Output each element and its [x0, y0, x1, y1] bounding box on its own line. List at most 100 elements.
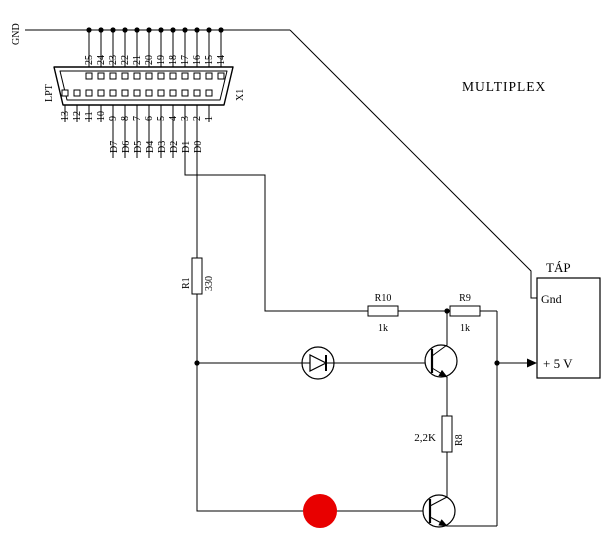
gnd-junction-dot	[194, 27, 200, 33]
gnd-junction-dot	[86, 27, 92, 33]
r9-ref-label: R9	[459, 293, 471, 304]
diode-triangle	[309, 354, 328, 372]
pin-contact	[169, 89, 177, 97]
pin-number-19: 19	[156, 55, 167, 65]
junction-dot	[444, 308, 450, 314]
data-line-label-D1: D1	[181, 141, 192, 153]
gnd-label: GND	[11, 23, 22, 45]
pin-number-16: 16	[192, 55, 203, 65]
pin-number-7: 7	[132, 116, 143, 121]
power-box-title: TÁP	[546, 260, 571, 275]
gnd-junction-dot	[122, 27, 128, 33]
pin-number-24: 24	[96, 55, 107, 65]
data-line-label-D5: D5	[133, 141, 144, 153]
r8-value-label: 2,2K	[414, 432, 436, 444]
gnd-junction-dot	[110, 27, 116, 33]
gnd-junction-dot	[170, 27, 176, 33]
pin-contact	[205, 72, 213, 80]
pin-contact	[97, 89, 105, 97]
pin-contact	[133, 72, 141, 80]
pin-contact	[205, 89, 213, 97]
r8-ref-label: R8	[454, 434, 465, 446]
gnd-junction-dot	[182, 27, 188, 33]
pin-number-11: 11	[84, 111, 95, 121]
pin-contact	[121, 72, 129, 80]
r1-value-label: 330	[204, 276, 215, 291]
pin-contact	[145, 72, 153, 80]
gnd-junction-dot	[206, 27, 212, 33]
transistor-t1-collector-wire	[431, 311, 448, 357]
pin-contact	[109, 89, 117, 97]
gnd-junction-dot	[146, 27, 152, 33]
pin-number-9: 9	[108, 116, 119, 121]
pin-contact	[193, 89, 201, 97]
pin-contact	[61, 89, 69, 97]
connector-type-label: LPT	[44, 84, 55, 102]
pin-contact	[121, 89, 129, 97]
pin-number-13: 13	[60, 111, 71, 121]
pin-contact	[97, 72, 105, 80]
pin-number-1: 1	[204, 116, 215, 121]
pin-number-20: 20	[144, 55, 155, 65]
pin-contact	[181, 72, 189, 80]
gnd-junction-dot	[218, 27, 224, 33]
pin-contact	[109, 72, 117, 80]
pin-number-8: 8	[120, 116, 131, 121]
vcc-arrowhead-icon	[527, 358, 537, 368]
pin-contact	[73, 89, 81, 97]
pin-number-3: 3	[180, 116, 191, 121]
pin-number-18: 18	[168, 55, 179, 65]
resistor-r1	[191, 257, 203, 295]
pin-number-23: 23	[108, 55, 119, 65]
pin-number-10: 10	[96, 111, 107, 121]
resistor-r8	[441, 415, 453, 453]
gnd-junction-dot	[158, 27, 164, 33]
resistor-r10	[367, 305, 399, 317]
pin-number-15: 15	[204, 55, 215, 65]
red-led-indicator	[303, 494, 337, 528]
pin-number-17: 17	[180, 55, 191, 65]
resistor-r9	[449, 305, 481, 317]
power-gnd-label: Gnd	[541, 292, 562, 306]
pin-contact	[193, 72, 201, 80]
data-line-label-D4: D4	[145, 141, 156, 153]
pin-contact	[157, 89, 165, 97]
pin-contact	[169, 72, 177, 80]
r9-value-label: 1k	[460, 323, 470, 334]
data-line-label-D2: D2	[169, 141, 180, 153]
pin-number-21: 21	[132, 55, 143, 65]
r10-value-label: 1k	[378, 323, 388, 334]
pin-number-14: 14	[216, 55, 227, 65]
junction-dot	[494, 360, 500, 366]
pin-number-12: 12	[72, 111, 83, 121]
gnd-junction-dot	[98, 27, 104, 33]
pin-contact	[85, 72, 93, 80]
pin-number-22: 22	[120, 55, 131, 65]
power-vcc-label: + 5 V	[543, 356, 573, 371]
junction-dot	[194, 360, 200, 366]
gnd-diagonal-wire	[289, 29, 537, 299]
transistor-t1-emitter-wire	[431, 367, 448, 378]
gnd-junction-dot	[134, 27, 140, 33]
data-line-label-D0: D0	[193, 141, 204, 153]
connector-pin-contacts	[61, 72, 225, 97]
data-line-label-D6: D6	[121, 141, 132, 153]
connector-name-label: X1	[235, 89, 246, 101]
pin-contact	[145, 89, 153, 97]
pin-number-4: 4	[168, 116, 179, 121]
pin-number-6: 6	[144, 116, 155, 121]
data-line-label-D3: D3	[157, 141, 168, 153]
pin-contact	[85, 89, 93, 97]
wire-d1-route	[184, 158, 368, 312]
pin-contact	[181, 89, 189, 97]
pin-number-25: 25	[84, 55, 95, 65]
pin-number-5: 5	[156, 116, 167, 121]
pin-number-2: 2	[192, 116, 203, 121]
transistor-t2-emitter-wire	[429, 516, 448, 527]
power-box	[536, 277, 601, 379]
transistor-t2-collector-wire	[429, 496, 448, 507]
